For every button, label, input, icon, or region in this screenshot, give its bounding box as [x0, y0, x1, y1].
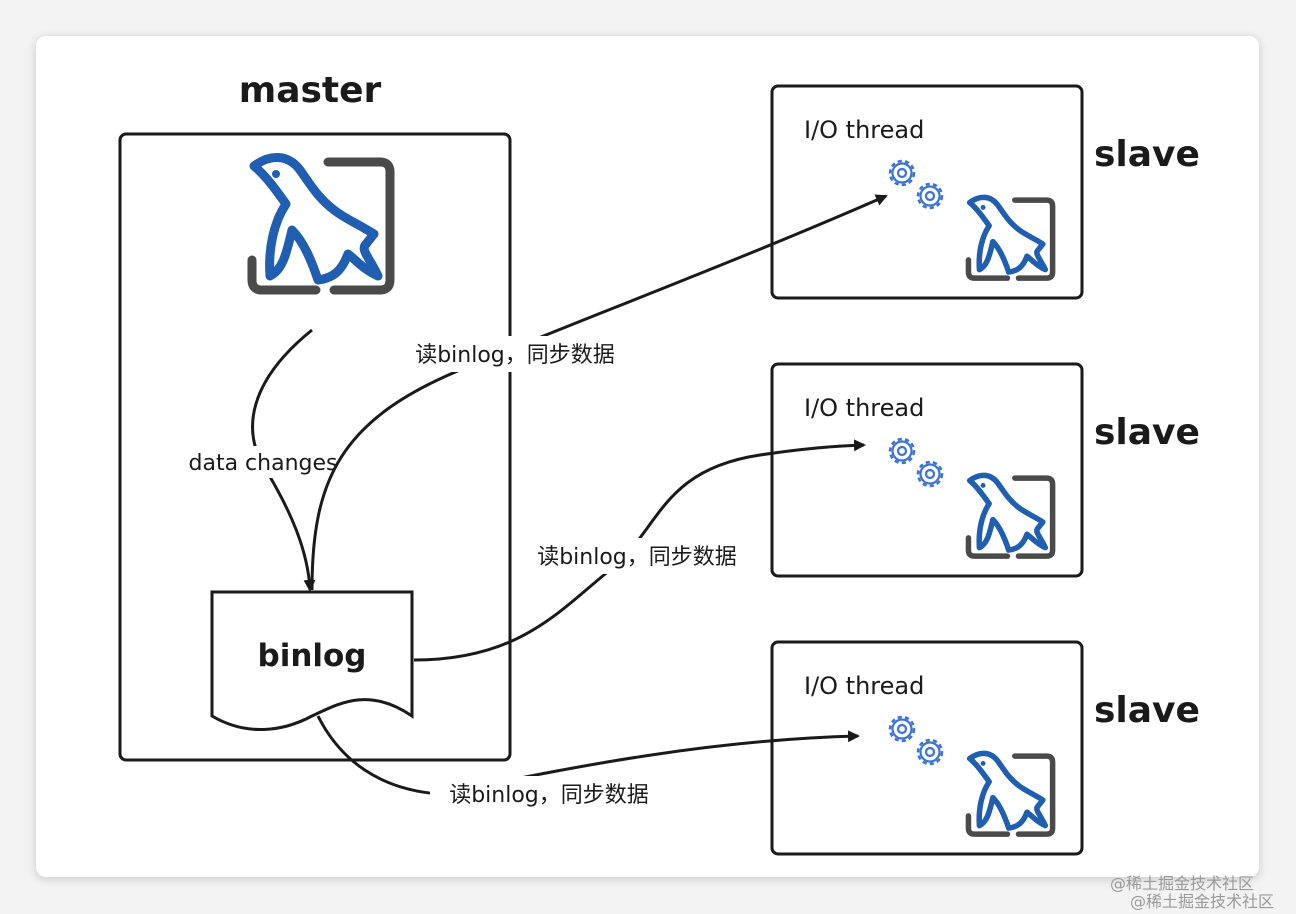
mysql-dolphin-icon — [252, 157, 390, 290]
sync-label-2-bg — [518, 538, 756, 574]
sync-label-3: 读binlog，同步数据 — [449, 783, 649, 808]
sync-label-1: 读binlog，同步数据 — [415, 343, 615, 368]
master-box — [118, 132, 512, 762]
mysql-dolphin-icon — [968, 753, 1052, 834]
binlog-document — [210, 590, 414, 732]
slave-box — [770, 362, 1084, 578]
io-thread-label: I/O thread — [804, 394, 924, 422]
io-thread-label: I/O thread — [804, 672, 924, 700]
mysql-dolphin-icon — [968, 197, 1052, 278]
watermark: @稀土掘金技术社区 — [1110, 874, 1255, 893]
gears-icon — [888, 437, 944, 488]
master-title: master — [239, 70, 382, 111]
slave-box — [770, 640, 1084, 856]
binlog-label: binlog — [258, 638, 367, 674]
sync-label-1-bg — [396, 336, 634, 372]
watermark: @稀土掘金技术社区 — [1130, 892, 1275, 911]
slave-node-1: I/O thread slave — [770, 84, 1200, 300]
mysql-dolphin-icon — [968, 475, 1052, 556]
sync-label-2: 读binlog，同步数据 — [537, 545, 737, 570]
data-changes-label: data changes — [189, 451, 338, 476]
slave-node-2: I/O thread slave — [770, 362, 1200, 578]
slave-box — [770, 84, 1084, 300]
sync-arrow-1 — [310, 194, 888, 591]
slave-title: slave — [1094, 134, 1200, 175]
slave-title: slave — [1094, 412, 1200, 453]
io-thread-label: I/O thread — [804, 116, 924, 144]
slave-node-3: I/O thread slave — [770, 640, 1200, 856]
gears-icon — [888, 715, 944, 766]
gears-icon — [888, 159, 944, 210]
data-changes-label-bg — [178, 446, 348, 478]
slave-title: slave — [1094, 690, 1200, 731]
sync-arrow-2 — [413, 439, 866, 662]
sync-label-3-bg — [430, 776, 668, 812]
